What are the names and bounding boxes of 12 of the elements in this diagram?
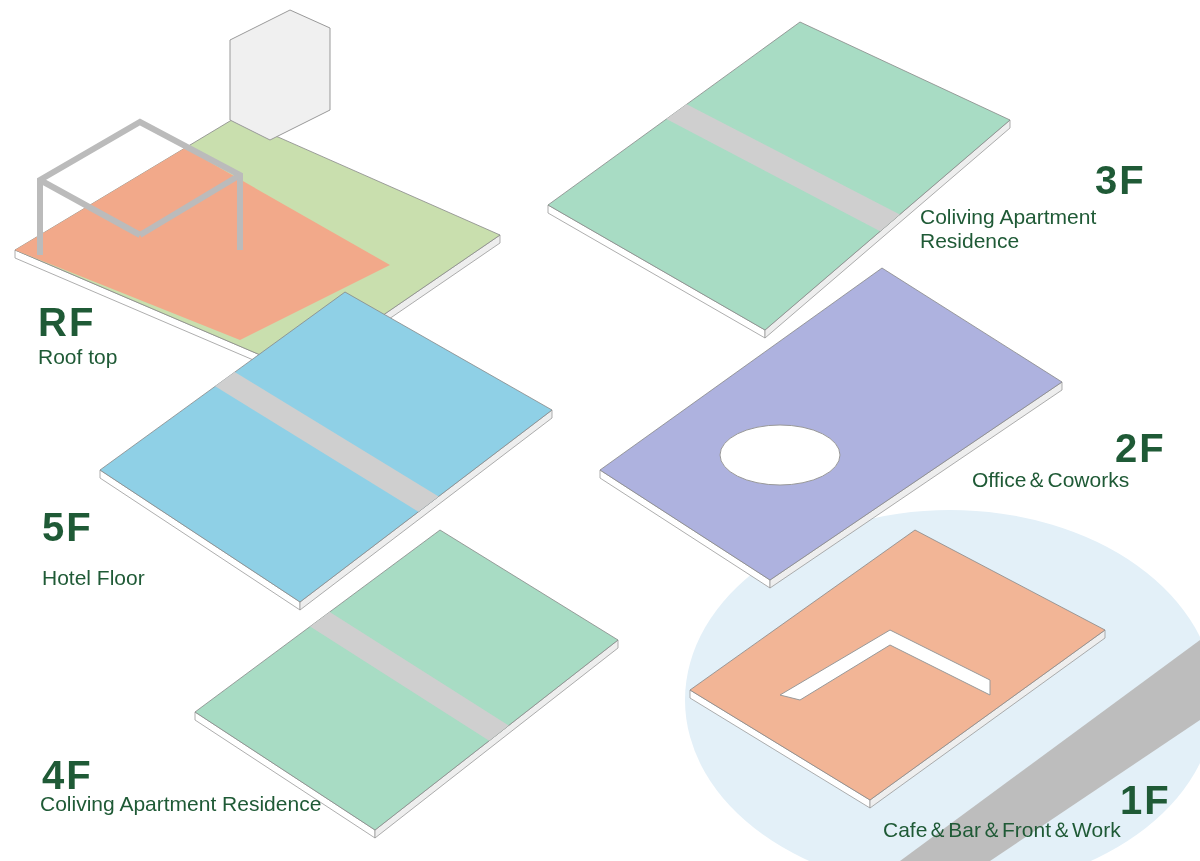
floor-number: 2F (1115, 428, 1166, 468)
floor-name: Hotel Floor (42, 566, 146, 591)
floor-name: Coliving Apartment Residence (40, 792, 323, 817)
floor-number: 1F (1120, 780, 1171, 820)
floor-number: RF (38, 302, 96, 342)
floor-number: 3F (1095, 160, 1146, 200)
floor-number: 4F (42, 755, 93, 795)
floor-number: 5F (42, 507, 93, 547)
floor-name: Office＆Coworks (972, 468, 1131, 493)
floor-name: Cafe＆Bar＆Front＆Work (883, 818, 1122, 843)
floor-name: Coliving Apartment Residence (920, 205, 1098, 254)
floor-name: Roof top (38, 345, 119, 370)
